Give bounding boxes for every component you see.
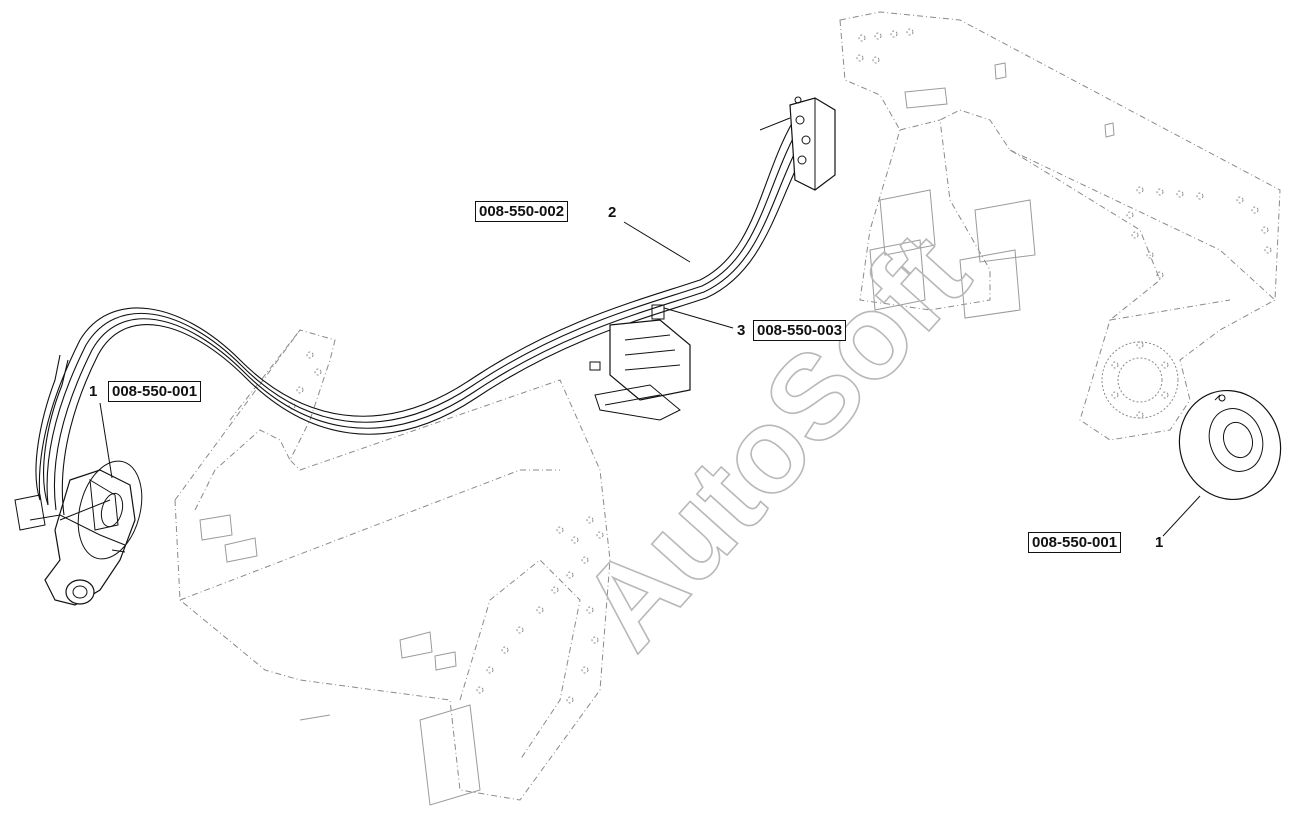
ghost-frame-holes [288,351,604,704]
ghost-motor-blocks [419,189,1036,806]
item-number-label: 3 [737,322,746,339]
brake-disc-left [77,460,143,560]
brake-caliper-assembly-left [14,469,136,606]
part-ref-label[interactable]: 008-550-003 [753,320,847,341]
ghost-frame-upper [839,11,1281,441]
item-number-label: 1 [89,383,98,400]
ghost-hub-ring [1101,341,1179,419]
brake-disc-right [1178,389,1282,501]
part-ref-label[interactable]: 008-550-001 [108,381,202,402]
control-module [589,304,691,421]
watermark-text: AutoSoft [556,208,994,674]
part-ref-label[interactable]: 008-550-002 [475,201,569,222]
ghost-upper-holes [856,28,1272,279]
leader-lines [99,221,1201,537]
hydraulic-hose-bundle [35,109,819,516]
item-number-label: 2 [608,204,617,221]
ghost-frame-main [174,329,611,801]
item-number-label: 1 [1155,534,1164,551]
part-ref-label[interactable]: 008-550-001 [1028,532,1122,553]
valve-block [759,96,836,191]
